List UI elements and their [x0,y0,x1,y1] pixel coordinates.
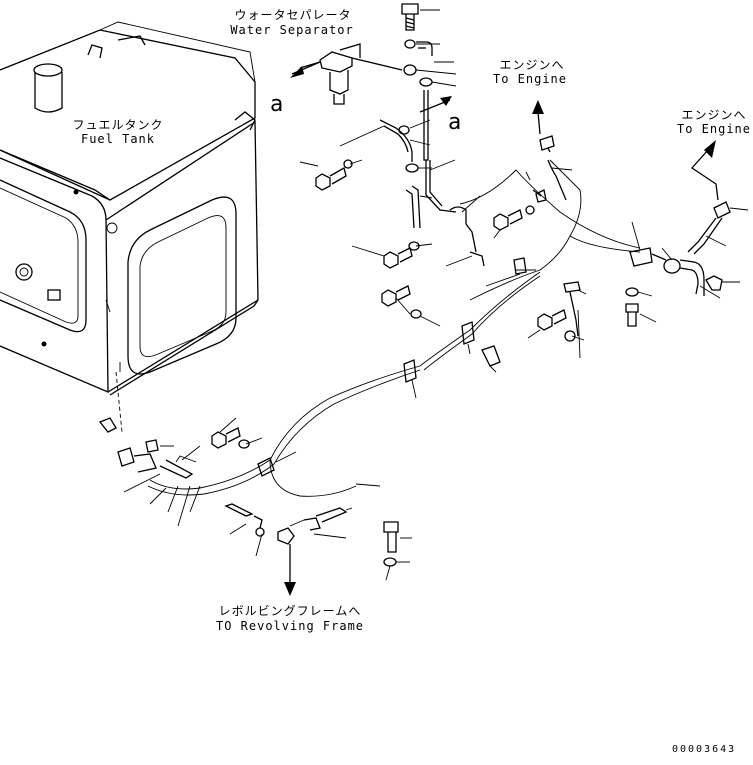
view-a-label-left: a [270,92,284,117]
top-fittings [401,3,457,87]
to-engine-label-2-jp: エンジンへ [681,108,747,122]
water-separator-label-en: Water Separator [230,23,354,37]
revolving-frame-label-jp: レボルビングフレームへ [218,604,362,618]
to-engine-label-2-en: To Engine [676,122,752,136]
fuel-tank-label-jp: フュエルタンク [72,118,164,132]
revolving-frame-label-en: TO Revolving Frame [215,619,365,633]
to-engine-label-1-jp: エンジンへ [499,58,565,72]
fuel-tank [0,21,259,433]
fuel-tank-label-en: Fuel Tank [80,132,156,146]
water-separator [290,43,403,105]
water-separator-label-jp: ウォータセパレータ [234,8,352,22]
drawing-number: 00003643 [672,744,737,755]
to-engine-label-1-en: To Engine [492,72,568,86]
view-a-label-right: a [448,110,462,135]
